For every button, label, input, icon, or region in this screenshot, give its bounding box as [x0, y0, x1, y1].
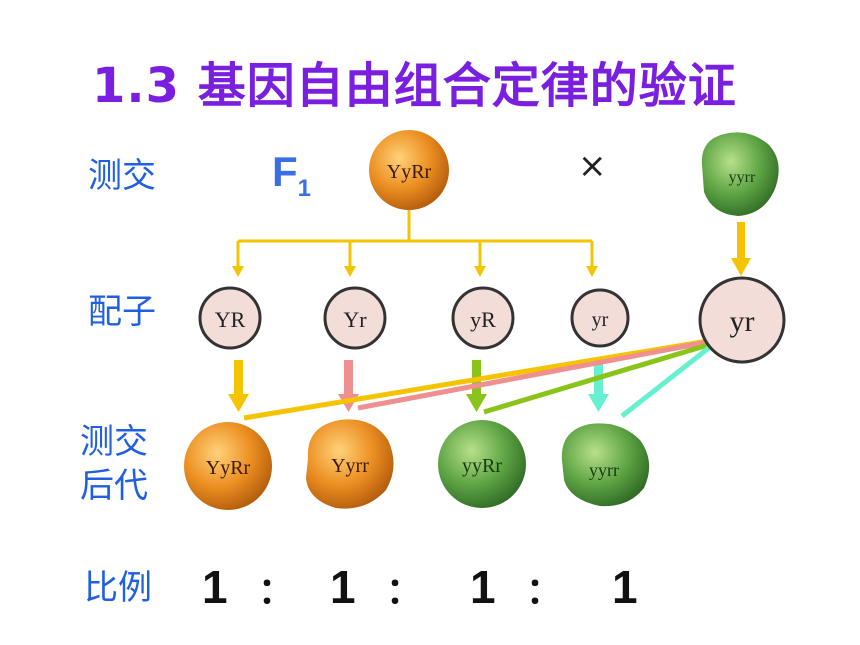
- svg-text:yyRr: yyRr: [462, 455, 502, 477]
- ratio-value-3: 1: [470, 561, 496, 613]
- offspring-pea-2: Yyrr: [306, 419, 394, 509]
- svg-text:yr: yr: [592, 309, 609, 331]
- cross-symbol: ×: [578, 146, 607, 186]
- label-ratio: 比例: [84, 568, 152, 608]
- down-arrow-1: [228, 360, 249, 412]
- diag-line-green: [483, 342, 709, 415]
- svg-text:YyRr: YyRr: [387, 161, 432, 183]
- slide-title: 1.3 基因自由组合定律的验证: [92, 58, 737, 114]
- label-offspring-line1: 测交: [80, 422, 148, 462]
- gamete-other: yr: [698, 276, 786, 364]
- gamete-3: yR: [451, 286, 515, 350]
- svg-text:YR: YR: [215, 307, 246, 332]
- svg-text:yR: yR: [470, 307, 496, 332]
- f1-bracket-arrowheads: [232, 266, 598, 277]
- parent-green-arrow: [731, 222, 751, 276]
- offspring-pea-3: yyRr: [438, 420, 526, 508]
- svg-text:yyrr: yyrr: [589, 460, 619, 480]
- ratio-separator-3: ：: [526, 571, 563, 612]
- label-offspring-line2: 后代: [80, 466, 148, 506]
- ratio-value-2: 1: [330, 561, 356, 613]
- ratio-separator-2: ：: [386, 571, 423, 612]
- label-gametes: 配子: [88, 292, 156, 332]
- parent-pea-green: yyrr: [701, 132, 779, 216]
- diag-line-cyan: [620, 345, 712, 418]
- diag-line-pink: [357, 339, 709, 411]
- ratio-value-1: 1: [202, 561, 228, 613]
- gamete-1: YR: [198, 286, 262, 350]
- parent-pea-yyrr-orange: YyRr: [369, 130, 449, 210]
- ratio-separator-1: ：: [258, 571, 295, 612]
- svg-text:yr: yr: [730, 305, 755, 338]
- gamete-2: Yr: [323, 286, 387, 350]
- gamete-4: yr: [570, 288, 630, 348]
- f1-label: F1: [272, 148, 312, 202]
- label-testcross: 测交: [88, 156, 156, 196]
- down-arrow-4: [588, 360, 609, 412]
- svg-text:YyRr: YyRr: [206, 457, 251, 479]
- offspring-pea-4: yyrr: [561, 423, 650, 507]
- svg-text:yyrr: yyrr: [729, 169, 756, 186]
- svg-text:Yyrr: Yyrr: [331, 455, 369, 477]
- diag-line-yellow: [243, 338, 709, 421]
- svg-text:Yr: Yr: [343, 307, 367, 332]
- f1-bracket: [236, 204, 594, 270]
- offspring-pea-1: YyRr: [184, 422, 272, 510]
- ratio-value-4: 1: [612, 561, 638, 613]
